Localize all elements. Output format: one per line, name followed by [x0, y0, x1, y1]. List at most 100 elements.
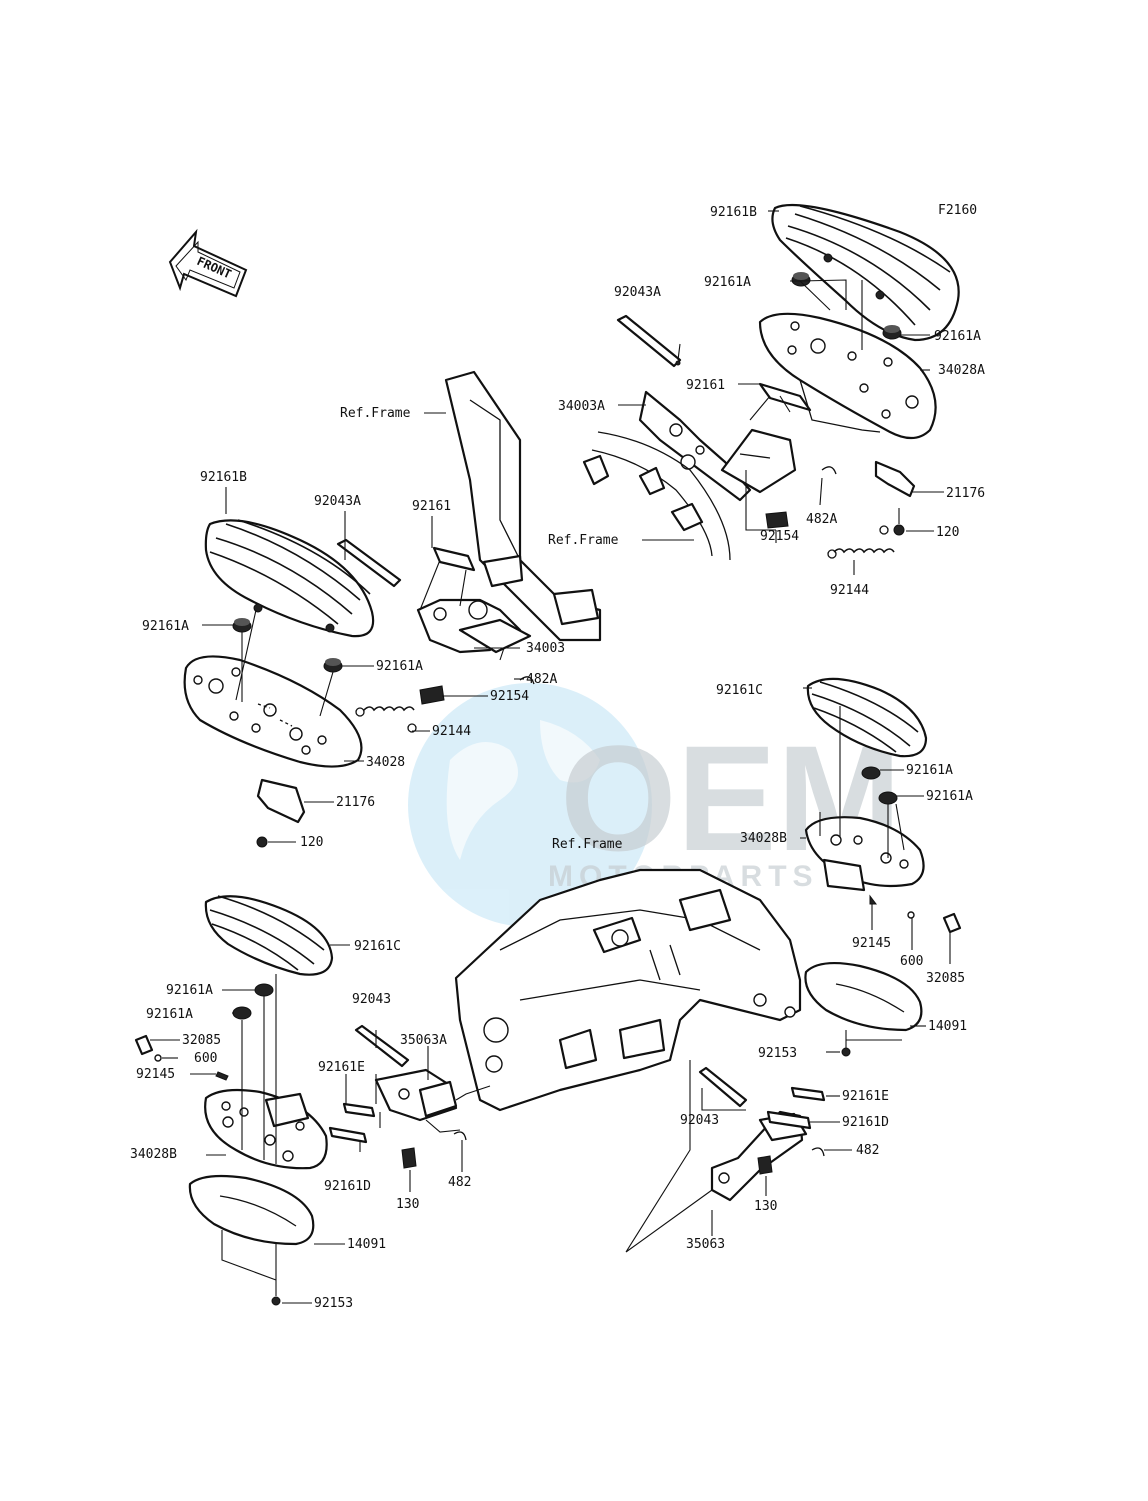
label-ref-frame-top: Ref.Frame: [340, 406, 411, 421]
label-ref-frame-mid: Ref.Frame: [548, 533, 619, 548]
ref-frame-upper: [444, 370, 602, 642]
label-92043A-top: 92043A: [614, 285, 661, 300]
figure-code: F2160: [938, 203, 977, 218]
bolt-92154-top: [765, 511, 789, 529]
label-92161A-ll2: 92161A: [146, 1007, 193, 1022]
lower-left-assembly: [134, 895, 350, 1306]
bolt-92153-left: [271, 1296, 281, 1306]
label-92043-l: 92043: [352, 992, 391, 1007]
label-92161-l: 92161: [412, 499, 451, 514]
label-21176-top: 21176: [946, 486, 985, 501]
label-21176-l: 21176: [336, 795, 375, 810]
label-482A-l: 482A: [526, 672, 557, 687]
grommet-92161A-tr1: [791, 272, 811, 287]
grommet-92161A-r2: [878, 791, 898, 805]
grommet-92161A-ll2: [232, 1006, 252, 1020]
bolt-130-right: [757, 1155, 773, 1175]
bracket-34003A: [638, 390, 797, 502]
grommet-92161A-tr2: [882, 325, 902, 340]
bolt-120-top: [893, 524, 905, 536]
label-120-top: 120: [936, 525, 959, 540]
part-labels: 92161B 92161A 92043A 92161A 34028A 92161…: [130, 205, 985, 1311]
label-34028B-l: 34028B: [130, 1147, 177, 1162]
bracket-34003: [416, 598, 532, 654]
label-92153-l: 92153: [314, 1296, 353, 1311]
label-92161A-tr1: 92161A: [704, 275, 751, 290]
grommet-92161A-l1: [232, 618, 252, 633]
label-130-l: 130: [396, 1197, 419, 1212]
clip-32085-left: [134, 1034, 154, 1056]
pad-92161D-left: [328, 1126, 368, 1144]
label-34028: 34028: [366, 755, 405, 770]
label-92161A-tr2: 92161A: [934, 329, 981, 344]
bolt-130-left: [401, 1147, 417, 1169]
label-130-r: 130: [754, 1199, 777, 1214]
cover-21176-left: [256, 778, 306, 824]
pad-92161B-top-right: [771, 203, 960, 342]
label-34028A: 34028A: [938, 363, 985, 378]
spring-92145-right: [869, 894, 877, 905]
front-arrow-icon: FRONT: [168, 228, 248, 298]
clip-482A-top: [821, 466, 837, 475]
label-34003: 34003: [526, 641, 565, 656]
label-35063A: 35063A: [400, 1033, 447, 1048]
pad-92161-left: [432, 546, 476, 572]
label-600-l: 600: [194, 1051, 217, 1066]
label-92161A-r2: 92161A: [926, 789, 973, 804]
pin-92043-left: [354, 1024, 410, 1068]
watermark: OEM MOTORPARTS: [408, 683, 902, 927]
label-92161A-r1: 92161A: [906, 763, 953, 778]
clip-482-left: [453, 1131, 467, 1141]
pad-92161C-right: [806, 677, 928, 758]
label-600-r: 600: [900, 954, 923, 969]
clip-482-right: [811, 1147, 825, 1157]
label-92161E-l: 92161E: [318, 1060, 365, 1075]
pin-600-right: [907, 911, 915, 919]
spring-92145-left: [215, 1071, 229, 1081]
label-482A-top: 482A: [806, 512, 837, 527]
lower-center-brackets: [328, 1024, 852, 1253]
label-92161A-l1: 92161A: [142, 619, 189, 634]
pin-600-left: [154, 1054, 162, 1062]
label-32085-l: 32085: [182, 1033, 221, 1048]
label-482-r: 482: [856, 1143, 879, 1158]
label-92161B-tr: 92161B: [710, 205, 757, 220]
label-92043A-l: 92043A: [314, 494, 361, 509]
label-92145-l: 92145: [136, 1067, 175, 1082]
pad-92161E-right: [790, 1086, 826, 1102]
plate-34028: [183, 655, 363, 768]
grommet-92161A-ll1: [254, 983, 274, 997]
plate-34028B-left: [204, 1088, 328, 1170]
bracket-35063A: [374, 1068, 458, 1122]
label-32085-r: 32085: [926, 971, 965, 986]
label-92144-l: 92144: [432, 724, 471, 739]
plate-34028B-right: [804, 816, 925, 892]
label-92144-top: 92144: [830, 583, 869, 598]
cover-21176-top: [874, 460, 916, 498]
label-35063: 35063: [686, 1237, 725, 1252]
pin-92043A-left: [336, 538, 402, 588]
plate-34028A: [758, 312, 937, 440]
label-92161A-ll1: 92161A: [166, 983, 213, 998]
pad-92161-top: [758, 382, 812, 412]
label-92161C-l: 92161C: [354, 939, 401, 954]
label-14091-r: 14091: [928, 1019, 967, 1034]
spring-92144-top: [827, 525, 895, 559]
label-92154-l: 92154: [490, 689, 529, 704]
label-92161B-l: 92161B: [200, 470, 247, 485]
label-92161D-r: 92161D: [842, 1115, 889, 1130]
label-92145-r: 92145: [852, 936, 891, 951]
grommet-92161A-r1: [861, 766, 881, 780]
pin-92043A-top: [616, 314, 682, 368]
pin-92043-right: [698, 1066, 748, 1108]
ref-frame-center: [454, 868, 802, 1112]
label-92161E-r: 92161E: [842, 1089, 889, 1104]
middle-right-assembly: [800, 677, 962, 1057]
middle-left-assembly: [183, 370, 602, 848]
label-92161C-r: 92161C: [716, 683, 763, 698]
label-482-l: 482: [448, 1175, 471, 1190]
pad-92161B-left: [204, 519, 375, 638]
label-14091-l: 14091: [347, 1237, 386, 1252]
spring-92144-left: [355, 706, 417, 733]
